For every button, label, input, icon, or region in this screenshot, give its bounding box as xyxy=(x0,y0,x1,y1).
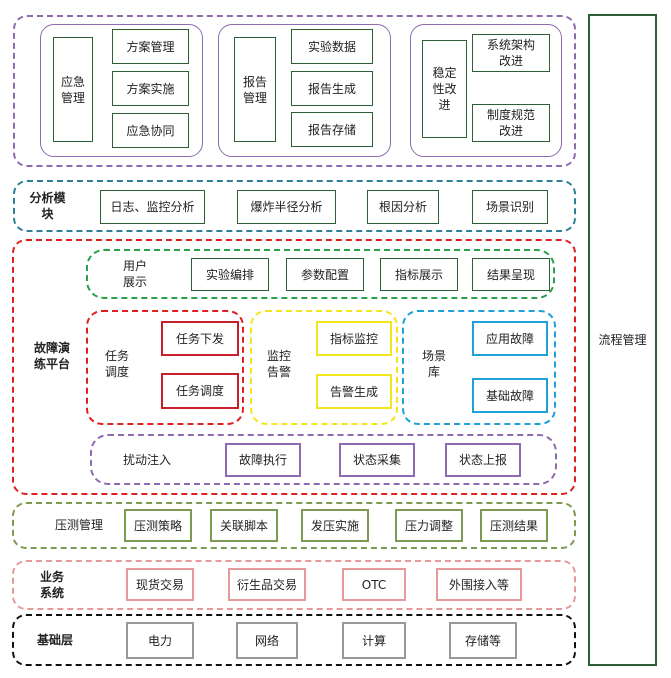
peripheral-access-box: 外围接入等 xyxy=(436,568,522,601)
regulation-box: 制度规范 改进 xyxy=(472,104,550,142)
metric-monitor-box: 指标监控 xyxy=(316,321,392,356)
disturbance-injection-title: 扰动注入 xyxy=(122,453,171,467)
network-box: 网络 xyxy=(236,622,298,659)
emergency-title: 应急 管理 xyxy=(53,37,93,142)
task-scheduling-box: 任务调度 xyxy=(161,373,239,409)
fault-drill-platform-group xyxy=(12,239,576,495)
user-display-group xyxy=(86,249,555,299)
stability-group xyxy=(410,24,562,157)
power-box: 电力 xyxy=(126,622,194,659)
status-collection-box: 状态采集 xyxy=(339,443,415,477)
pressure-adjust-box: 压力调整 xyxy=(395,509,463,542)
scene-library-group xyxy=(402,310,556,425)
top-management-group xyxy=(13,15,576,167)
pressure-result-box: 压测结果 xyxy=(480,509,548,542)
metric-display-box: 指标展示 xyxy=(380,258,458,291)
task-scheduling-group xyxy=(86,310,244,425)
infrastructure-title: 基础层 xyxy=(36,633,73,647)
root-cause-analysis-box: 根因分析 xyxy=(367,190,439,224)
alert-generation-box: 告警生成 xyxy=(316,374,392,409)
log-monitor-analysis-box: 日志、监控分析 xyxy=(100,190,205,224)
system-architecture-box: 系统架构 改进 xyxy=(472,34,550,72)
report-generation-box: 报告生成 xyxy=(291,71,373,106)
report-storage-box: 报告存储 xyxy=(291,112,373,147)
report-group xyxy=(218,24,391,157)
monitor-alert-group xyxy=(250,310,398,425)
storage-box: 存储等 xyxy=(449,622,517,659)
fault-drill-platform-title: 故障演 练平台 xyxy=(33,341,70,371)
report-title: 报告 管理 xyxy=(234,37,276,142)
task-dispatch-box: 任务下发 xyxy=(161,321,239,356)
compute-box: 计算 xyxy=(342,622,406,659)
load-implementation-box: 发压实施 xyxy=(301,509,369,542)
pressure-test-group xyxy=(12,502,576,549)
scene-recognition-box: 场景识别 xyxy=(472,190,548,224)
business-system-title: 业务 系统 xyxy=(39,570,64,600)
basic-fault-box: 基础故障 xyxy=(472,378,548,413)
pressure-test-title: 压测管理 xyxy=(54,518,103,532)
application-fault-box: 应用故障 xyxy=(472,321,548,356)
user-display-title: 用户 展示 xyxy=(122,259,147,289)
monitor-alert-title: 监控 告警 xyxy=(266,349,291,379)
derivatives-trading-box: 衍生品交易 xyxy=(228,568,306,601)
process-management-box: 流程管理 xyxy=(588,14,657,666)
result-presentation-box: 结果呈现 xyxy=(472,258,550,291)
infrastructure-group xyxy=(12,614,576,666)
fault-execution-box: 故障执行 xyxy=(225,443,301,477)
task-scheduling-title: 任务 调度 xyxy=(104,349,129,379)
experiment-data-box: 实验数据 xyxy=(291,29,373,64)
otc-box: OTC xyxy=(342,568,406,601)
plan-implementation-box: 方案实施 xyxy=(112,71,189,106)
pressure-strategy-box: 压测策略 xyxy=(124,509,192,542)
stability-title: 稳定 性改 进 xyxy=(422,40,467,138)
related-script-box: 关联脚本 xyxy=(210,509,278,542)
spot-trading-box: 现货交易 xyxy=(126,568,194,601)
scene-library-title: 场景 库 xyxy=(421,349,446,379)
blast-radius-analysis-box: 爆炸半径分析 xyxy=(237,190,336,224)
parameter-config-box: 参数配置 xyxy=(286,258,364,291)
emergency-coordination-box: 应急协同 xyxy=(112,113,189,148)
analysis-module-group xyxy=(13,180,576,232)
experiment-orchestration-box: 实验编排 xyxy=(191,258,269,291)
plan-management-box: 方案管理 xyxy=(112,29,189,64)
status-report-box: 状态上报 xyxy=(445,443,521,477)
disturbance-injection-group xyxy=(90,434,557,485)
analysis-module-title: 分析模 块 xyxy=(29,191,66,221)
business-system-group xyxy=(12,560,576,610)
emergency-group xyxy=(40,24,203,157)
